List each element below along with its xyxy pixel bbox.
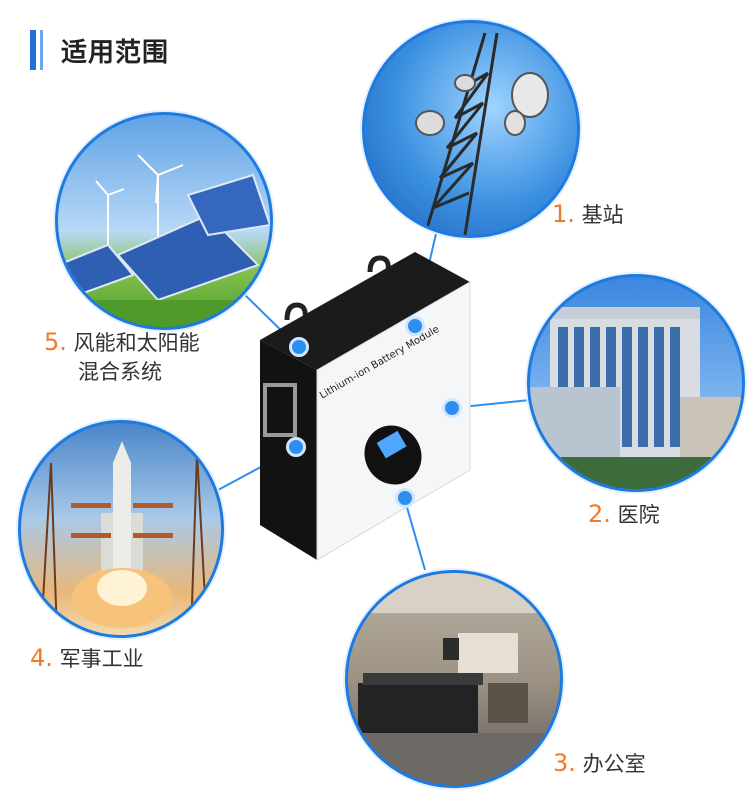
label-number: 4. xyxy=(30,644,53,672)
rocket-launch-image xyxy=(18,420,224,638)
label-text: 军事工业 xyxy=(59,647,144,671)
connector-dot-3 xyxy=(395,488,415,508)
base-station-image xyxy=(362,20,580,238)
label-wind-solar: 5. 风能和太阳能 混合系统 xyxy=(44,328,200,387)
header-accent-bar-light xyxy=(40,30,43,70)
wind-solar-image xyxy=(55,112,273,330)
section-header: 适用范围 xyxy=(30,28,169,72)
office-image xyxy=(345,570,563,788)
label-text-line2: 混合系统 xyxy=(78,360,162,384)
label-number: 3. xyxy=(553,749,576,777)
hospital-image xyxy=(527,274,745,492)
connector-dot-1 xyxy=(405,316,425,336)
label-text: 医院 xyxy=(617,503,660,527)
label-text: 风能和太阳能 xyxy=(73,331,200,355)
label-number: 2. xyxy=(588,500,611,528)
connector-dot-2 xyxy=(442,398,462,418)
label-number: 1. xyxy=(552,200,575,228)
label-military: 4. 军事工业 xyxy=(30,644,144,674)
label-number: 5. xyxy=(44,328,67,356)
label-hospital: 2. 医院 xyxy=(588,500,660,530)
connector-dot-5 xyxy=(289,337,309,357)
page-title: 适用范围 xyxy=(61,37,170,68)
label-text: 办公室 xyxy=(582,752,646,776)
label-text: 基站 xyxy=(581,203,624,227)
connector-dot-4 xyxy=(286,437,306,457)
label-base-station: 1. 基站 xyxy=(552,200,624,230)
label-office: 3. 办公室 xyxy=(553,749,646,779)
header-accent-bar xyxy=(30,30,36,70)
